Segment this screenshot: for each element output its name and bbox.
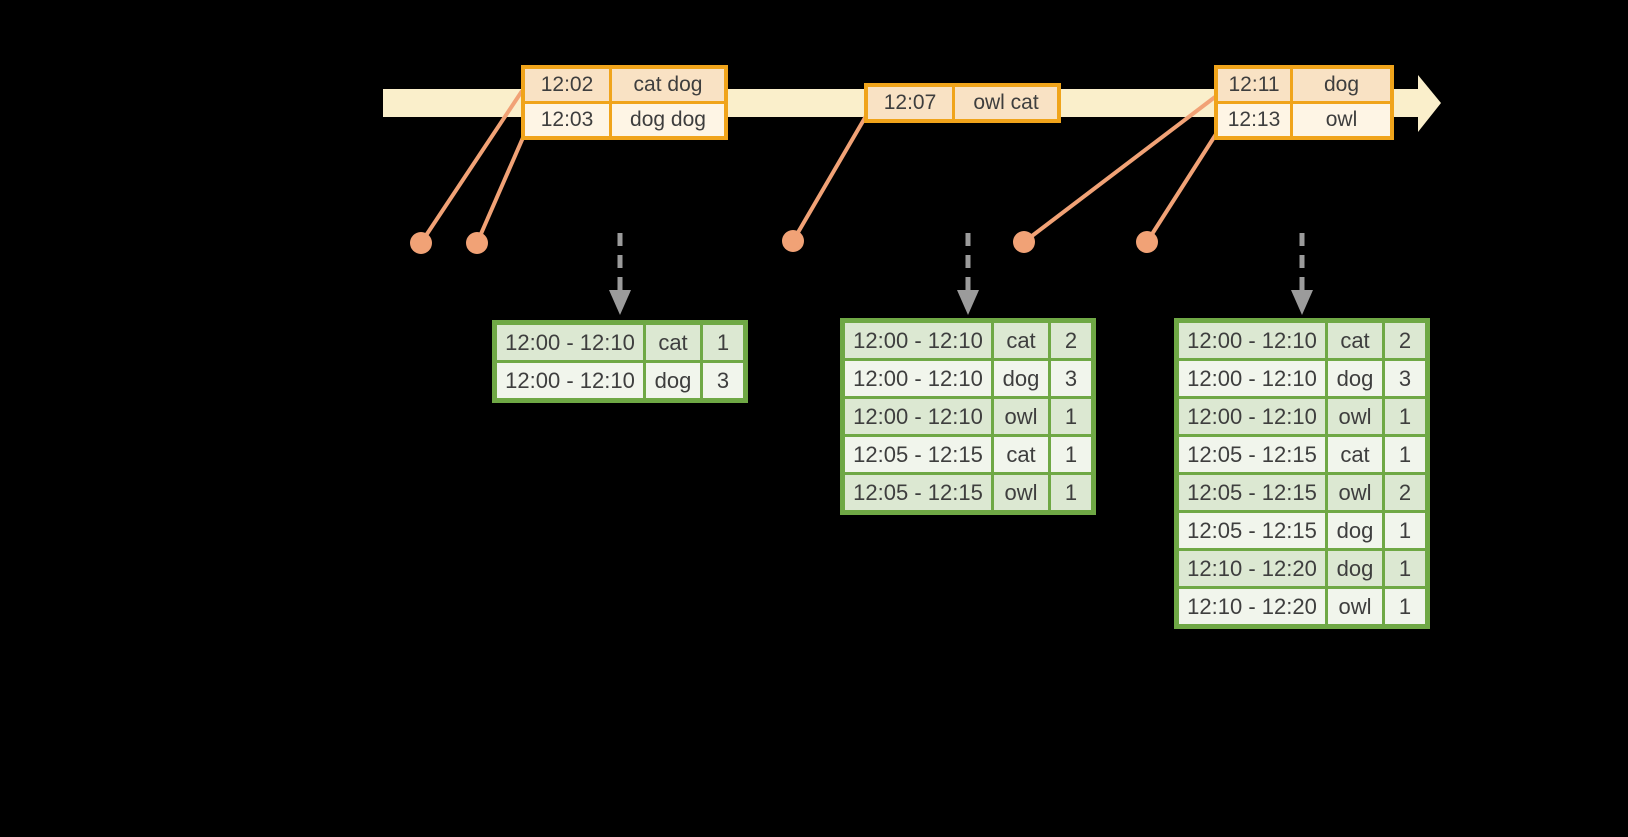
result-table-3: 12:00 - 12:10 cat 2 12:00 - 12:10 dog 3 … bbox=[1174, 318, 1430, 629]
event-line bbox=[1145, 129, 1220, 244]
word-cell: dog bbox=[994, 361, 1048, 396]
event-words-cell: dog dog bbox=[612, 104, 724, 136]
result-row: 12:00 - 12:10 owl 1 bbox=[1179, 399, 1425, 434]
event-line bbox=[1022, 95, 1217, 244]
result-row: 12:10 - 12:20 owl 1 bbox=[1179, 589, 1425, 624]
result-table-1: 12:00 - 12:10 cat 1 12:00 - 12:10 dog 3 bbox=[492, 320, 748, 403]
count-cell: 3 bbox=[1051, 361, 1091, 396]
result-row: 12:05 - 12:15 cat 1 bbox=[845, 437, 1091, 472]
window-cell: 12:05 - 12:15 bbox=[1179, 475, 1325, 510]
event-dot-icon bbox=[410, 232, 432, 254]
result-table-2: 12:00 - 12:10 cat 2 12:00 - 12:10 dog 3 … bbox=[840, 318, 1096, 515]
window-cell: 12:05 - 12:15 bbox=[1179, 437, 1325, 472]
result-row: 12:00 - 12:10 cat 1 bbox=[497, 325, 743, 360]
window-cell: 12:00 - 12:10 bbox=[1179, 361, 1325, 396]
count-cell: 1 bbox=[1385, 589, 1425, 624]
word-cell: owl bbox=[1328, 589, 1382, 624]
event-dot-icon bbox=[1136, 231, 1158, 253]
count-cell: 1 bbox=[703, 325, 743, 360]
event-dot-icon bbox=[466, 232, 488, 254]
result-row: 12:10 - 12:20 dog 1 bbox=[1179, 551, 1425, 586]
word-cell: owl bbox=[994, 475, 1048, 510]
event-words-cell: cat dog bbox=[612, 69, 724, 101]
count-cell: 2 bbox=[1385, 475, 1425, 510]
word-cell: dog bbox=[1328, 551, 1382, 586]
result-row: 12:05 - 12:15 cat 1 bbox=[1179, 437, 1425, 472]
window-cell: 12:00 - 12:10 bbox=[497, 363, 643, 398]
result-row: 12:00 - 12:10 cat 2 bbox=[845, 323, 1091, 358]
count-cell: 3 bbox=[703, 363, 743, 398]
event-time-cell: 12:07 bbox=[868, 87, 952, 119]
count-cell: 1 bbox=[1385, 551, 1425, 586]
word-cell: owl bbox=[994, 399, 1048, 434]
result-row: 12:00 - 12:10 dog 3 bbox=[845, 361, 1091, 396]
word-cell: cat bbox=[994, 323, 1048, 358]
event-table-3: 12:11 dog 12:13 owl bbox=[1214, 65, 1394, 140]
event-time-cell: 12:03 bbox=[525, 104, 609, 136]
event-time-cell: 12:13 bbox=[1218, 104, 1290, 136]
result-row: 12:00 - 12:10 dog 3 bbox=[497, 363, 743, 398]
count-cell: 1 bbox=[1051, 399, 1091, 434]
window-cell: 12:10 - 12:20 bbox=[1179, 551, 1325, 586]
window-cell: 12:05 - 12:15 bbox=[1179, 513, 1325, 548]
result-row: 12:05 - 12:15 dog 1 bbox=[1179, 513, 1425, 548]
window-cell: 12:05 - 12:15 bbox=[845, 437, 991, 472]
window-cell: 12:00 - 12:10 bbox=[1179, 323, 1325, 358]
window-cell: 12:05 - 12:15 bbox=[845, 475, 991, 510]
event-words-cell: owl cat bbox=[955, 87, 1057, 119]
event-line bbox=[791, 114, 868, 243]
window-cell: 12:00 - 12:10 bbox=[1179, 399, 1325, 434]
window-cell: 12:00 - 12:10 bbox=[845, 323, 991, 358]
result-row: 12:05 - 12:15 owl 1 bbox=[845, 475, 1091, 510]
event-words-cell: dog bbox=[1293, 69, 1390, 101]
result-row: 12:00 - 12:10 owl 1 bbox=[845, 399, 1091, 434]
count-cell: 3 bbox=[1385, 361, 1425, 396]
word-cell: cat bbox=[994, 437, 1048, 472]
word-cell: cat bbox=[646, 325, 700, 360]
word-cell: dog bbox=[1328, 361, 1382, 396]
down-arrow-icon bbox=[609, 290, 631, 315]
result-row: 12:00 - 12:10 dog 3 bbox=[1179, 361, 1425, 396]
result-row: 12:05 - 12:15 owl 2 bbox=[1179, 475, 1425, 510]
count-cell: 1 bbox=[1051, 437, 1091, 472]
event-dot-icon bbox=[1013, 231, 1035, 253]
event-table-1: 12:02 cat dog 12:03 dog dog bbox=[521, 65, 728, 140]
word-cell: cat bbox=[1328, 323, 1382, 358]
count-cell: 1 bbox=[1385, 437, 1425, 472]
result-row: 12:00 - 12:10 cat 2 bbox=[1179, 323, 1425, 358]
window-cell: 12:00 - 12:10 bbox=[497, 325, 643, 360]
window-cell: 12:00 - 12:10 bbox=[845, 361, 991, 396]
event-line bbox=[419, 89, 524, 245]
event-table-2: 12:07 owl cat bbox=[864, 83, 1061, 123]
event-words-cell: owl bbox=[1293, 104, 1390, 136]
count-cell: 2 bbox=[1385, 323, 1425, 358]
down-arrow-icon bbox=[1291, 290, 1313, 315]
event-time-cell: 12:11 bbox=[1218, 69, 1290, 101]
word-cell: owl bbox=[1328, 475, 1382, 510]
event-line bbox=[475, 132, 527, 244]
window-cell: 12:00 - 12:10 bbox=[845, 399, 991, 434]
event-time-cell: 12:02 bbox=[525, 69, 609, 101]
word-cell: cat bbox=[1328, 437, 1382, 472]
word-cell: owl bbox=[1328, 399, 1382, 434]
count-cell: 1 bbox=[1051, 475, 1091, 510]
count-cell: 2 bbox=[1051, 323, 1091, 358]
timeline-right-arrow-icon bbox=[1418, 75, 1441, 132]
count-cell: 1 bbox=[1385, 399, 1425, 434]
event-dot-icon bbox=[782, 230, 804, 252]
word-cell: dog bbox=[646, 363, 700, 398]
word-cell: dog bbox=[1328, 513, 1382, 548]
count-cell: 1 bbox=[1385, 513, 1425, 548]
down-arrow-icon bbox=[957, 290, 979, 315]
window-cell: 12:10 - 12:20 bbox=[1179, 589, 1325, 624]
